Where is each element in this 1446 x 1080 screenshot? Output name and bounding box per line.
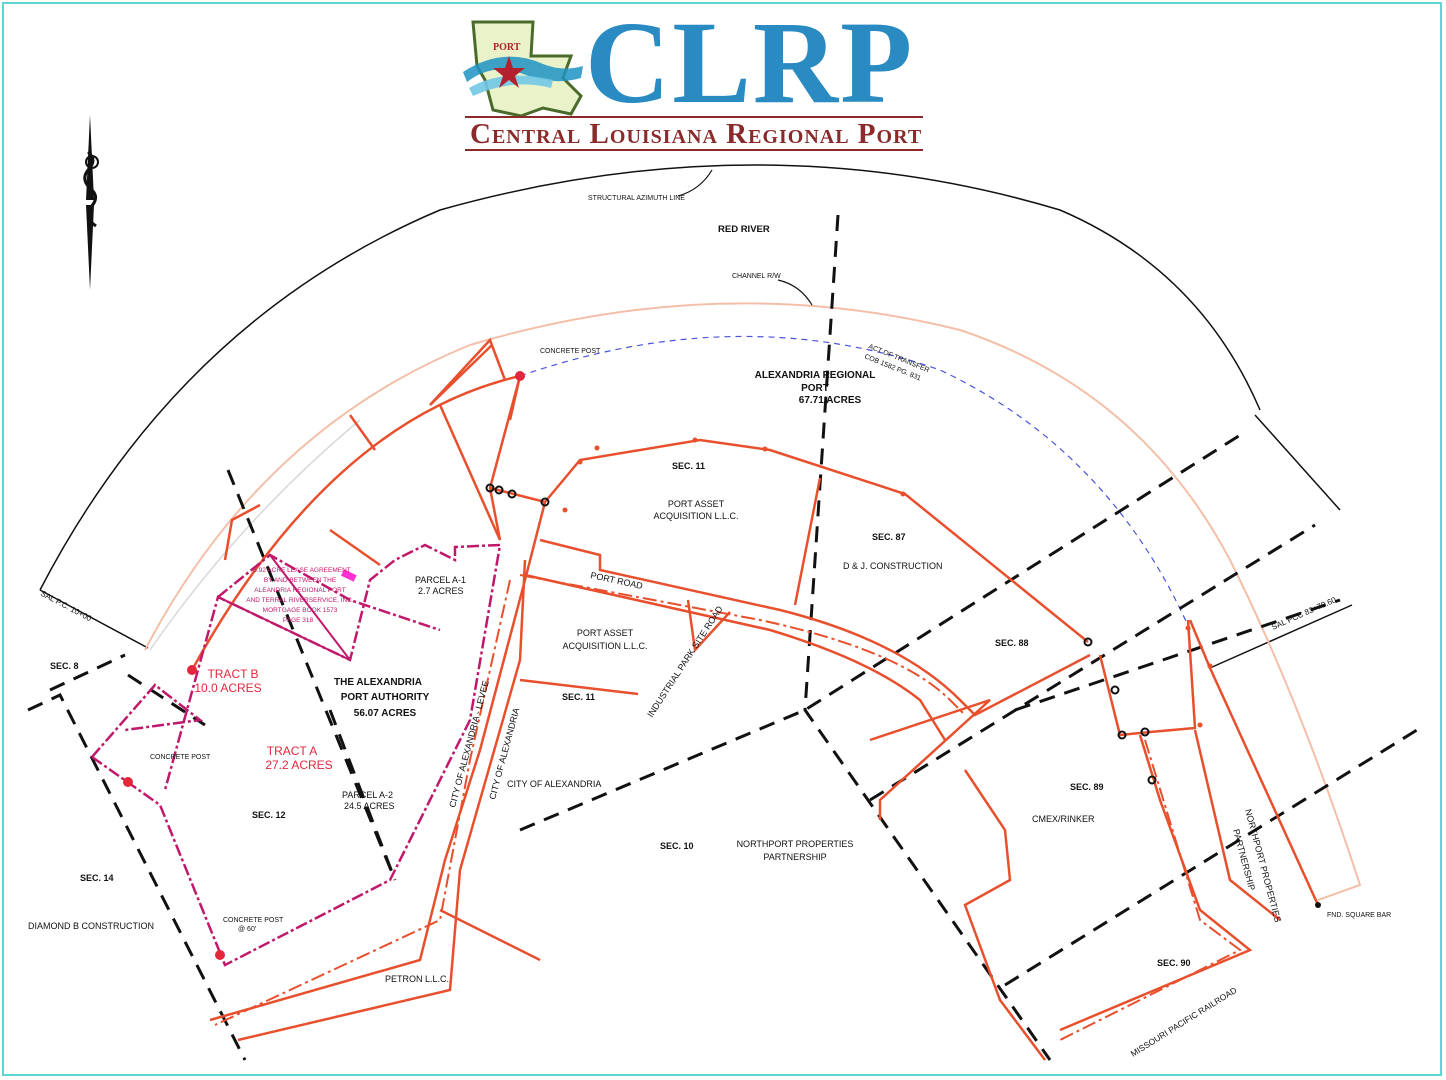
svg-text:PORT: PORT <box>493 42 521 53</box>
label-apa-3: 56.07 ACRES <box>354 708 417 719</box>
label-npp-2: PARTNERSHIP <box>763 852 826 862</box>
road-centerlines <box>214 574 1242 1041</box>
label-tract-b-1: TRACT B <box>207 667 258 681</box>
outer-arc-left <box>39 589 149 649</box>
label-apa-1: THE ALEXANDRIA <box>334 677 422 688</box>
label-paa-top-1: PORT ASSET <box>668 499 725 509</box>
label-lease-1: 5.92 ACRE LEASE AGREEMENT <box>253 567 351 574</box>
label-tract-a-2: 27.2 ACRES <box>265 758 332 772</box>
label-arp-acres: 67.71 ACRES <box>799 395 862 406</box>
label-arp-name: ALEXANDRIA REGIONAL <box>755 370 876 381</box>
label-coa-horiz: CITY OF ALEXANDRIA <box>507 779 601 789</box>
north-arrow-icon <box>83 115 99 290</box>
label-red-river: RED RIVER <box>718 224 770 235</box>
label-parcel-a2-1: PARCEL A-2 <box>342 790 393 800</box>
label-concrete-post-top: CONCRETE POST <box>540 348 601 355</box>
label-fnd-bar: FND. SQUARE BAR <box>1327 912 1391 919</box>
logo-subtitle: Central Louisiana Regional Port <box>470 118 923 150</box>
lease-note: 5.92 ACRE LEASE AGREEMENT BY AND BETWEEN… <box>246 567 354 624</box>
label-sec8: SEC. 8 <box>50 661 79 671</box>
label-sec88: SEC. 88 <box>995 638 1029 648</box>
label-sec87: SEC. 87 <box>872 532 906 542</box>
label-sal-pc: SAL P.C. 10+00 <box>39 589 93 624</box>
label-paa-mid-2: ACQUISITION L.L.C. <box>562 641 647 651</box>
label-parcel-a1-1: PARCEL A-1 <box>415 575 466 585</box>
label-paa-top-2: ACQUISITION L.L.C. <box>653 511 738 521</box>
label-npp-1: NORTHPORT PROPERTIES <box>737 839 854 849</box>
label-sec14: SEC. 14 <box>80 873 114 883</box>
label-paa-mid-1: PORT ASSET <box>577 628 634 638</box>
label-sec11-mid: SEC. 11 <box>562 692 595 702</box>
channel-rw-arc <box>144 302 1362 901</box>
label-diamond-b: DIAMOND B CONSTRUCTION <box>28 921 154 931</box>
act-of-transfer-line <box>519 335 1191 631</box>
label-lease-2: BY AND BETWEEN THE <box>264 577 337 584</box>
label-mopac: MISSOURI PACIFIC RAILROAD <box>1129 985 1239 1059</box>
logo-rule-top <box>465 116 923 118</box>
outer-arc-right <box>1209 414 1353 669</box>
label-parcel-a2-2: 24.5 ACRES <box>344 801 395 811</box>
logo-wordmark: CLRP <box>585 0 915 128</box>
label-lease-5: MORTGAGE BOOK 1573 <box>263 607 338 614</box>
label-structural-azimuth: STRUCTURAL AZIMUTH LINE <box>588 195 685 202</box>
label-lease-6: PAGE 318 <box>283 617 314 624</box>
structural-azimuth-arc <box>39 164 1261 591</box>
tract-boundaries <box>91 543 502 967</box>
label-sec89: SEC. 89 <box>1070 782 1104 792</box>
label-sec90: SEC. 90 <box>1157 958 1191 968</box>
label-sec10: SEC. 10 <box>660 841 694 851</box>
label-petron: PETRON L.L.C. <box>385 974 449 984</box>
label-arp-port: PORT <box>801 383 829 394</box>
label-apa-2: PORT AUTHORITY <box>341 692 430 703</box>
label-concrete-post-left: CONCRETE POST <box>150 754 211 761</box>
logo-rule-bottom <box>465 149 923 151</box>
label-concrete-post-bottom-1: CONCRETE POST <box>223 917 284 924</box>
label-lease-3: ALEANDRIA REGIONAL PORT <box>254 587 345 594</box>
label-dj: D & J. CONSTRUCTION <box>843 561 943 571</box>
label-tract-a-1: TRACT A <box>267 744 317 758</box>
louisiana-state-icon: PORT <box>463 20 583 118</box>
label-lease-4: AND TERRAL RIVERSERVICE, INC. <box>246 597 354 604</box>
label-concrete-post-bottom-2: @ 60' <box>238 926 256 933</box>
clrp-logo: PORT <box>455 12 925 152</box>
survey-points <box>123 371 1321 960</box>
label-channel-rw: CHANNEL R/W <box>732 273 781 280</box>
label-tract-b-2: 10.0 ACRES <box>194 681 261 695</box>
label-sec11-top: SEC. 11 <box>672 461 705 471</box>
label-parcel-a1-2: 2.7 ACRES <box>418 586 464 596</box>
channel-rw-arc-inner <box>149 419 361 651</box>
label-industrial-park: INDUSTRIAL PARK SITE ROAD <box>645 604 725 719</box>
label-cmex: CMEX/RINKER <box>1032 814 1095 824</box>
label-sec12: SEC. 12 <box>252 810 286 820</box>
section-lines <box>27 214 1426 1061</box>
